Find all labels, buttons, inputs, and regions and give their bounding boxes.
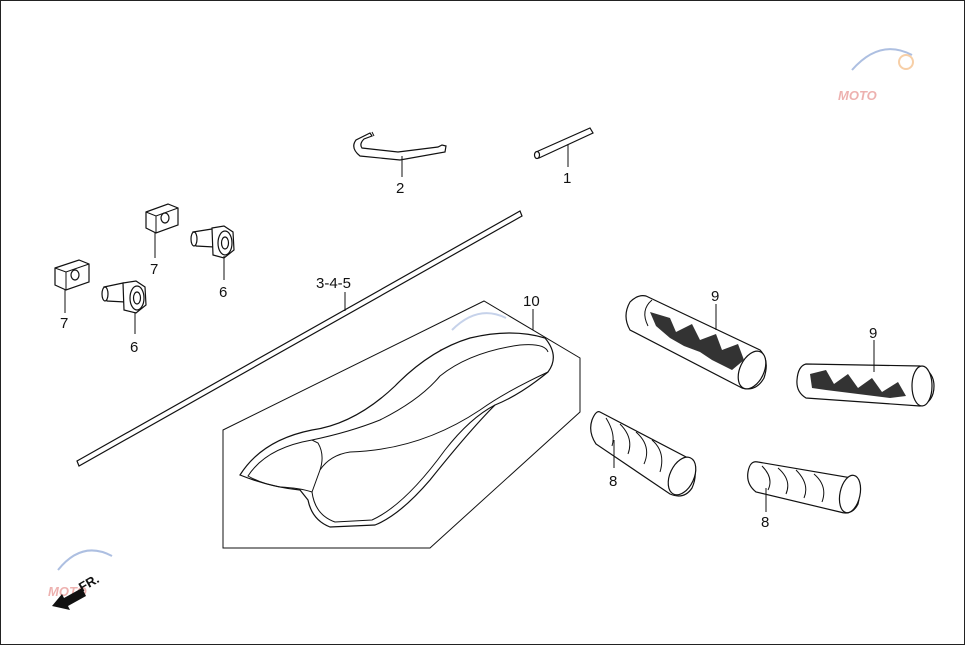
- callout-7-lower: 7: [60, 315, 68, 332]
- part-2-bracket: [353, 131, 447, 161]
- part-6-bolt-upper: [190, 225, 235, 259]
- part-10-seat: [222, 300, 581, 549]
- callout-8-left: 8: [609, 473, 617, 490]
- callout-9-upper: 9: [711, 288, 719, 305]
- part-9-grip-right: [796, 363, 935, 407]
- part-8-grip-left: [590, 411, 697, 497]
- watermark-top-right: MOTO: [838, 48, 914, 103]
- callout-3-4-5: 3-4-5: [316, 275, 351, 292]
- callout-1: 1: [563, 170, 571, 187]
- seat-assembly-outline: [222, 300, 581, 549]
- part-1-pin: [533, 127, 594, 160]
- part-8-grip-right: [747, 461, 862, 514]
- part-6-bolt-lower: [101, 280, 147, 314]
- callout-9-right: 9: [869, 325, 877, 342]
- part-7-nut-upper: [145, 203, 179, 234]
- arrow-left-down-icon: [52, 588, 86, 610]
- part-3-4-5-cable: [76, 210, 523, 467]
- callout-2: 2: [396, 180, 404, 197]
- callout-6-upper: 6: [219, 284, 227, 301]
- callout-6-lower: 6: [130, 339, 138, 356]
- callout-8-right: 8: [761, 514, 769, 531]
- part-9-grip-upper: [625, 295, 767, 390]
- callout-7-upper: 7: [150, 261, 158, 278]
- callout-10: 10: [523, 293, 540, 310]
- watermark-text: MOTO: [838, 88, 877, 103]
- part-7-nut-lower: [54, 259, 90, 291]
